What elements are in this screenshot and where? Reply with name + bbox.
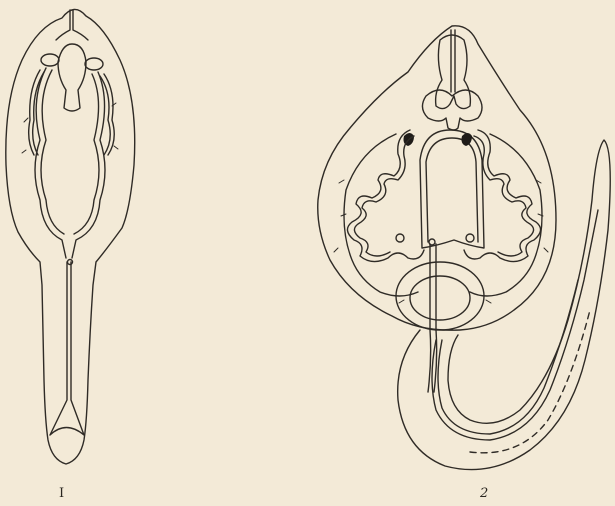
fig2-anterior-canal <box>451 30 455 92</box>
fig2-pore-center <box>429 239 435 245</box>
fig1-head-canal <box>56 10 88 40</box>
fig2-right-tubule <box>464 130 541 262</box>
fig1-excretory-vessel-outer <box>35 68 105 258</box>
fig2-pore-right <box>466 234 474 242</box>
fig2-tail-canal <box>432 210 598 440</box>
fig2-left-lateral-duct <box>344 134 418 296</box>
fig1-pore <box>68 260 73 265</box>
fig2-left-tubule <box>347 130 424 262</box>
fig1-pharynx <box>58 44 86 111</box>
fig2-body-outline <box>318 26 556 330</box>
fig2-gut <box>420 130 484 248</box>
fig1-tail-canal <box>50 262 84 435</box>
fig1-body-outline <box>6 9 135 464</box>
figure-2-label: 2 <box>480 486 488 501</box>
fig2-gut-inner <box>426 138 478 242</box>
fig2-tail-lines <box>470 310 590 453</box>
fig1-left-loop <box>41 54 59 66</box>
fig2-anterior-organ <box>436 35 471 109</box>
fig2-pharynx <box>422 90 482 130</box>
fig2-ventral-sucker-inner <box>410 276 470 320</box>
figure-1 <box>6 9 135 464</box>
fig2-right-lateral-duct <box>470 134 542 296</box>
fig2-right-eyespot <box>462 133 473 146</box>
figure-1-label: I <box>59 486 64 501</box>
fig1-excretory-vessel-inner <box>41 70 99 234</box>
figure-2 <box>318 26 611 470</box>
fig2-pore-left <box>396 234 404 242</box>
fig1-right-loop <box>85 58 103 70</box>
